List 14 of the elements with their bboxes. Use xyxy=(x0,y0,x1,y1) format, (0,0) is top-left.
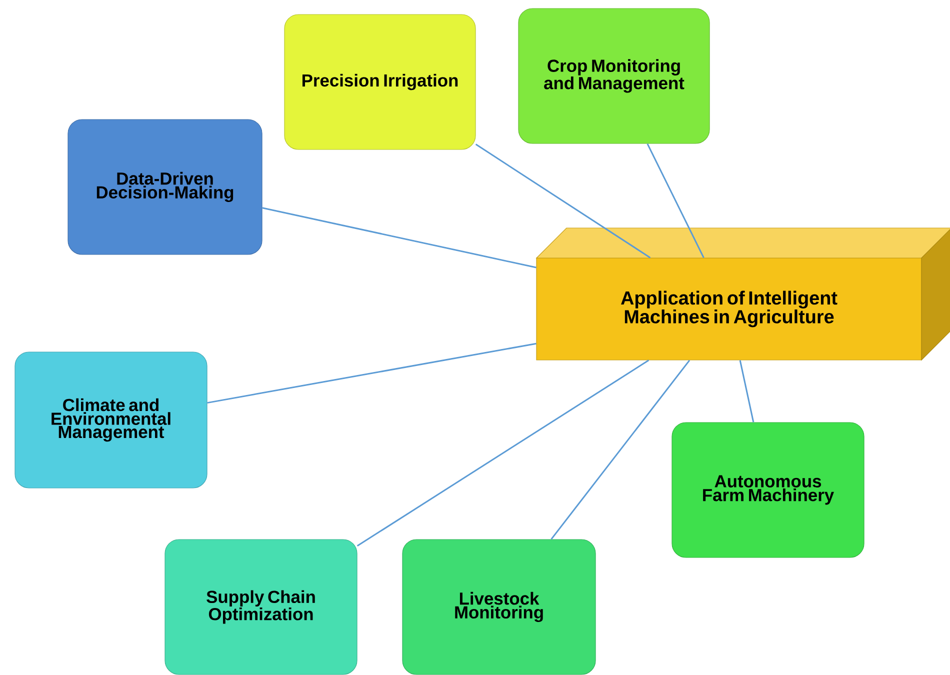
topic-box: Data-Driven Decision-Making xyxy=(68,119,262,255)
topic-box: Climate and Environmental Management xyxy=(14,352,208,488)
connector-line xyxy=(646,143,704,258)
topic-box: Supply Chain Optimization xyxy=(164,539,358,675)
connector-line xyxy=(262,207,536,268)
topic-box: Precision Irrigation xyxy=(284,14,476,150)
connector-line xyxy=(550,360,690,540)
connector-line xyxy=(739,360,754,422)
connector-line xyxy=(207,342,536,404)
topic-box: Livestock Monitoring xyxy=(402,539,596,675)
connector-line xyxy=(475,144,651,258)
topic-box: Crop Monitoring and Management xyxy=(518,8,710,144)
topic-box: Autonomous Farm Machinery xyxy=(672,422,864,558)
connector-line xyxy=(356,360,650,547)
